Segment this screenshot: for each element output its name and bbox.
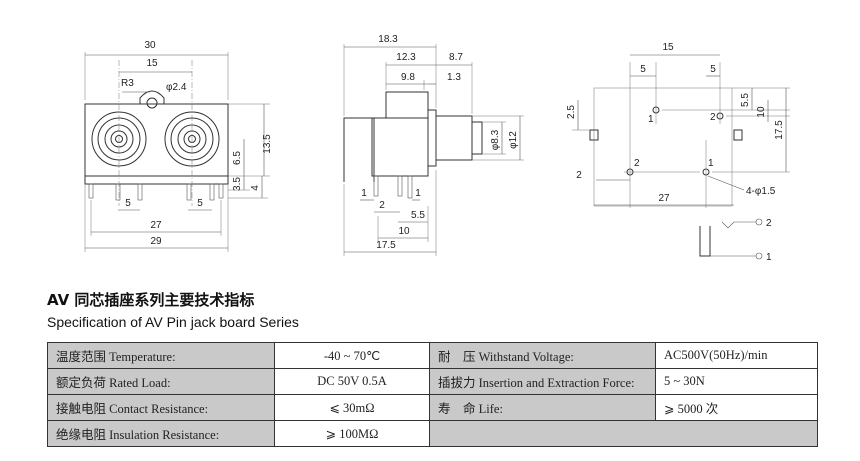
pcb-slot-left: [589, 129, 599, 141]
spec-value: ⩾ 100MΩ: [274, 420, 430, 447]
dim-pin-5-left: 5: [125, 198, 131, 209]
pcb-dim-15: 15: [662, 42, 674, 53]
spec-label: 温度范围 Temperature:: [47, 342, 275, 369]
dim-dia-8-3: φ8.3: [490, 129, 501, 150]
spec-label: 寿 命 Life:: [429, 394, 656, 421]
pcb-dim-2: 2: [576, 170, 582, 181]
pcb-dim-5-a: 5: [640, 64, 646, 75]
spec-value: AC500V(50Hz)/min: [655, 342, 818, 369]
dim-17-5: 17.5: [376, 240, 396, 251]
dim-8-7: 8.7: [449, 52, 463, 63]
table-row: 绝缘电阻 Insulation Resistance: ⩾ 100MΩ: [47, 420, 818, 447]
spec-value: ⩾ 5000 次: [655, 394, 818, 421]
dim-10: 10: [398, 226, 410, 237]
pcb-pin-1-bottom: 1: [708, 158, 714, 169]
spec-table: 温度范围 Temperature: -40 ~ 70℃ 耐 压 Withstan…: [47, 342, 818, 447]
pcb-dim-10: 10: [756, 106, 767, 118]
spec-empty-cell: [429, 420, 818, 447]
dim-3-5: 3.5: [232, 177, 243, 191]
dim-r3: R3: [121, 78, 134, 89]
technical-drawing: 30 15 R3 φ2.4 13.5 6.5 3.5 4 5 5 27 29: [84, 34, 790, 263]
spec-title-cn: AV 同芯插座系列主要技术指标: [47, 291, 255, 309]
pcb-pin-1-top: 1: [648, 114, 654, 125]
pcb-layout: 15 5 5 5.5 10 17.5 2.5 2 27 4-φ1.5 1 2 2…: [566, 42, 790, 208]
spec-title-block: AV 同芯插座系列主要技术指标 Specification of AV Pin …: [47, 290, 299, 332]
pcb-dim-2-5: 2.5: [566, 105, 577, 119]
dim-4: 4: [250, 185, 261, 191]
dim-1-a: 1: [361, 188, 367, 199]
spec-label: 绝缘电阻 Insulation Resistance:: [47, 420, 275, 447]
schematic-pin-2: 2: [766, 218, 772, 229]
spec-label: 插拔力 Insertion and Extraction Force:: [429, 368, 656, 395]
spec-label: 接触电阻 Contact Resistance:: [47, 394, 275, 421]
dim-dia-12: φ12: [508, 131, 519, 149]
dim-6-5: 6.5: [232, 151, 243, 165]
schematic-pin-1: 1: [766, 252, 772, 263]
pcb-pin-2-top: 2: [710, 112, 716, 123]
dim-2: 2: [379, 200, 385, 211]
schematic-symbol: 2 1: [699, 218, 772, 263]
dim-5-5: 5.5: [411, 210, 425, 221]
spec-value: 5 ~ 30N: [655, 368, 818, 395]
dim-hole-2-4: φ2.4: [166, 82, 187, 93]
pcb-dim-17-5: 17.5: [774, 120, 785, 140]
dim-width-30: 30: [144, 40, 156, 51]
table-row: 额定负荷 Rated Load: DC 50V 0.5A 插拔力 Inserti…: [47, 368, 818, 395]
pcb-dim-27: 27: [658, 193, 670, 204]
dim-pitch-15: 15: [146, 58, 158, 69]
dim-1-3: 1.3: [447, 72, 461, 83]
dim-12-3: 12.3: [396, 52, 416, 63]
dim-1-b: 1: [415, 188, 421, 199]
pcb-dim-holes: 4-φ1.5: [746, 186, 776, 197]
pcb-pin-2-bottom: 2: [634, 158, 640, 169]
pcb-slot-right: [733, 129, 743, 141]
spec-label: 耐 压 Withstand Voltage:: [429, 342, 656, 369]
pcb-dim-5-b: 5: [710, 64, 716, 75]
spec-value: ⩽ 30mΩ: [274, 394, 430, 421]
front-view: 30 15 R3 φ2.4 13.5 6.5 3.5 4 5 5 27 29: [84, 40, 273, 252]
spec-value: DC 50V 0.5A: [274, 368, 430, 395]
dim-27: 27: [150, 220, 162, 231]
spec-label: 额定负荷 Rated Load:: [47, 368, 275, 395]
dim-13-5: 13.5: [262, 134, 273, 154]
dim-pin-5-right: 5: [197, 198, 203, 209]
pcb-dim-5-5: 5.5: [740, 93, 751, 107]
spec-title-en: Specification of AV Pin jack board Serie…: [47, 314, 299, 330]
spec-value: -40 ~ 70℃: [274, 342, 430, 369]
dim-9-8: 9.8: [401, 72, 415, 83]
table-row: 温度范围 Temperature: -40 ~ 70℃ 耐 压 Withstan…: [47, 342, 818, 369]
dim-18-3: 18.3: [378, 34, 398, 45]
dim-29: 29: [150, 236, 162, 247]
side-view: 18.3 12.3 8.7 9.8 1.3 φ8.3 φ12 1 2 1 5.5…: [343, 34, 524, 256]
table-row: 接触电阻 Contact Resistance: ⩽ 30mΩ 寿 命 Life…: [47, 394, 818, 421]
